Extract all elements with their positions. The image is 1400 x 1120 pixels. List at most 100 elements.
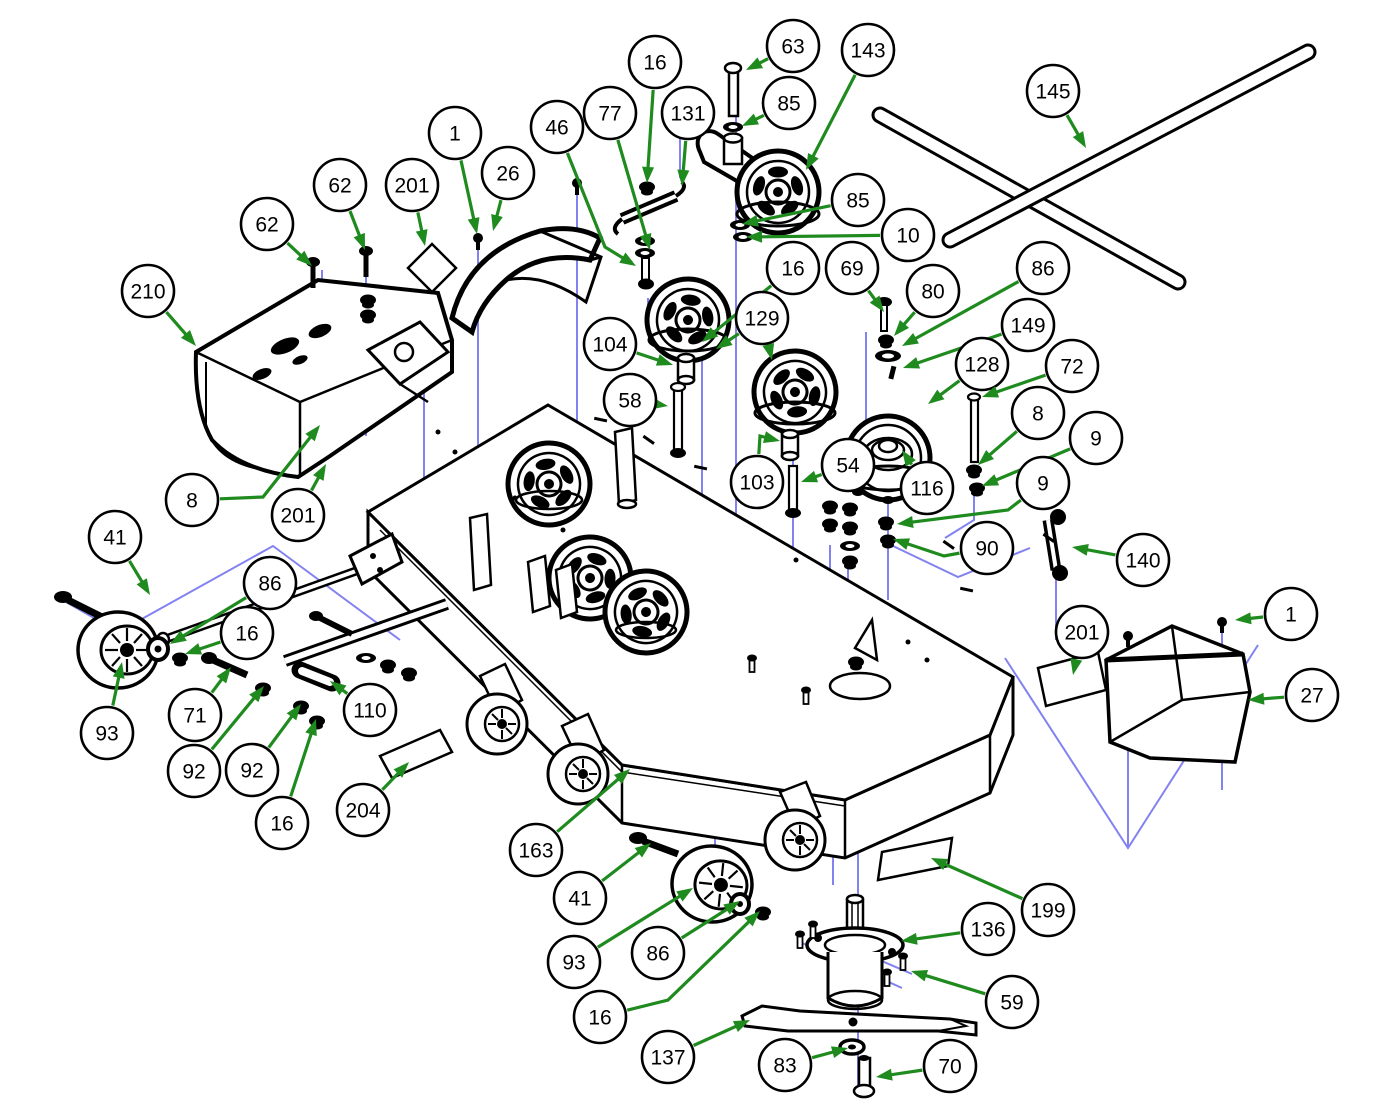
- leader-line: [919, 972, 986, 996]
- leader-line: [459, 160, 477, 225]
- callout-72-24: 72: [982, 338, 1100, 398]
- balloon-circle: [880, 207, 936, 263]
- balloon-circle: [765, 18, 821, 74]
- balloon-circle: [840, 22, 896, 78]
- leader-line: [901, 540, 960, 558]
- balloon-number: 9: [1090, 428, 1102, 451]
- balloon-number: 143: [850, 40, 885, 63]
- clevis-pin-72: [966, 392, 982, 464]
- balloon-number: 92: [182, 761, 205, 784]
- balloon-circle: [427, 105, 483, 161]
- callout-110-44: 110: [330, 681, 398, 738]
- callout-9-31: 9: [897, 455, 1071, 528]
- balloon-number: 16: [588, 1007, 611, 1030]
- balloon-circle: [546, 934, 602, 990]
- leader-line: [909, 280, 1020, 343]
- balloon-circle: [630, 925, 686, 981]
- callout-201-33: 201: [270, 464, 326, 543]
- callout-8-32: 8: [164, 425, 320, 528]
- idler-arm-assembly: [612, 61, 819, 242]
- arrowhead-icon: [642, 166, 655, 183]
- blade-bolt-70: [852, 1055, 876, 1099]
- callout-137-59: 137: [640, 1020, 750, 1085]
- arrowhead-icon: [902, 333, 919, 346]
- arrowhead-icon: [305, 425, 320, 442]
- arrowhead-icon: [876, 1068, 893, 1081]
- balloon-number: 10: [896, 225, 919, 248]
- construction-line: [139, 544, 401, 641]
- leader-line: [808, 74, 857, 163]
- arrowhead-icon: [806, 153, 819, 170]
- balloon-number: 8: [1032, 403, 1044, 426]
- balloon-number: 16: [643, 52, 666, 75]
- arrowhead-icon: [313, 464, 326, 481]
- balloon-circle: [984, 974, 1040, 1030]
- arrowhead-icon: [619, 252, 636, 266]
- balloon-number: 110: [353, 700, 386, 723]
- arrowhead-icon: [676, 888, 693, 902]
- arrowhead-icon: [763, 431, 780, 443]
- callout-86-52: 86: [630, 901, 740, 981]
- balloon-circle: [529, 99, 585, 155]
- arrowhead-icon: [639, 232, 652, 250]
- balloon-number: 1: [1285, 604, 1297, 627]
- arrowhead-icon: [931, 858, 949, 870]
- callout-80-19: 80: [894, 263, 961, 336]
- washer-86: [146, 636, 170, 662]
- balloon-circle: [922, 1038, 978, 1094]
- callout-201-46: 201: [1054, 604, 1110, 675]
- callout-16-43: 16: [254, 719, 317, 851]
- balloon-circle: [480, 145, 536, 201]
- callout-145-3: 145: [1025, 63, 1086, 148]
- leader-line: [646, 89, 655, 174]
- arrowhead-icon: [180, 330, 196, 346]
- balloon-circle: [824, 240, 880, 296]
- balloon-circle: [582, 85, 638, 141]
- balloon-circle: [954, 336, 1010, 392]
- balloon-number: 137: [650, 1047, 685, 1070]
- balloon-number: 46: [545, 117, 568, 140]
- front-caster-wheels: [465, 662, 827, 872]
- gauge-wheel-arm-assembly: [201, 598, 449, 730]
- callout-16-53: 16: [572, 911, 760, 1045]
- balloon-number: 149: [1010, 315, 1045, 338]
- balloon-number: 16: [235, 623, 258, 646]
- callout-77-5: 77: [582, 85, 652, 250]
- deflector-spring-hardware: [252, 323, 332, 380]
- carriage-bolts-62: [306, 246, 376, 324]
- balloon-number: 41: [103, 527, 126, 550]
- balloon-circle: [757, 1037, 813, 1093]
- leader-line: [680, 904, 733, 940]
- callout-62-12: 62: [239, 196, 312, 266]
- leader-line: [289, 727, 315, 797]
- balloon-circle: [87, 509, 143, 565]
- arrowhead-icon: [467, 217, 480, 234]
- construction-line: [944, 492, 975, 539]
- arrowhead-icon: [869, 295, 884, 312]
- balloon-number: 71: [183, 705, 206, 728]
- callout-54-29: 54: [801, 437, 876, 493]
- leader-line: [939, 860, 1024, 901]
- callout-143-2: 143: [806, 22, 896, 170]
- callout-140-35: 140: [1072, 532, 1171, 588]
- callout-71-40: 71: [167, 667, 231, 743]
- spacer-103: [780, 428, 800, 462]
- balloon-circle: [239, 196, 295, 252]
- balloon-circle: [224, 742, 280, 798]
- balloon-number: 86: [258, 573, 281, 596]
- arrowhead-icon: [296, 250, 312, 266]
- balloon-circle: [734, 290, 790, 346]
- arrowhead-icon: [286, 704, 301, 721]
- belt-keeper-140: [1042, 509, 1068, 581]
- balloon-circle: [582, 316, 638, 372]
- balloon-number: 103: [739, 472, 774, 495]
- arrowhead-icon: [742, 113, 760, 126]
- leader-line: [751, 204, 831, 224]
- balloon-number: 80: [921, 281, 944, 304]
- balloon-circle: [899, 460, 955, 516]
- balloon-number: 128: [964, 354, 999, 377]
- arrowhead-icon: [613, 769, 630, 784]
- arrowhead-icon: [901, 932, 918, 945]
- callout-136-54: 136: [901, 901, 1016, 957]
- balloon-number: 72: [1060, 356, 1083, 379]
